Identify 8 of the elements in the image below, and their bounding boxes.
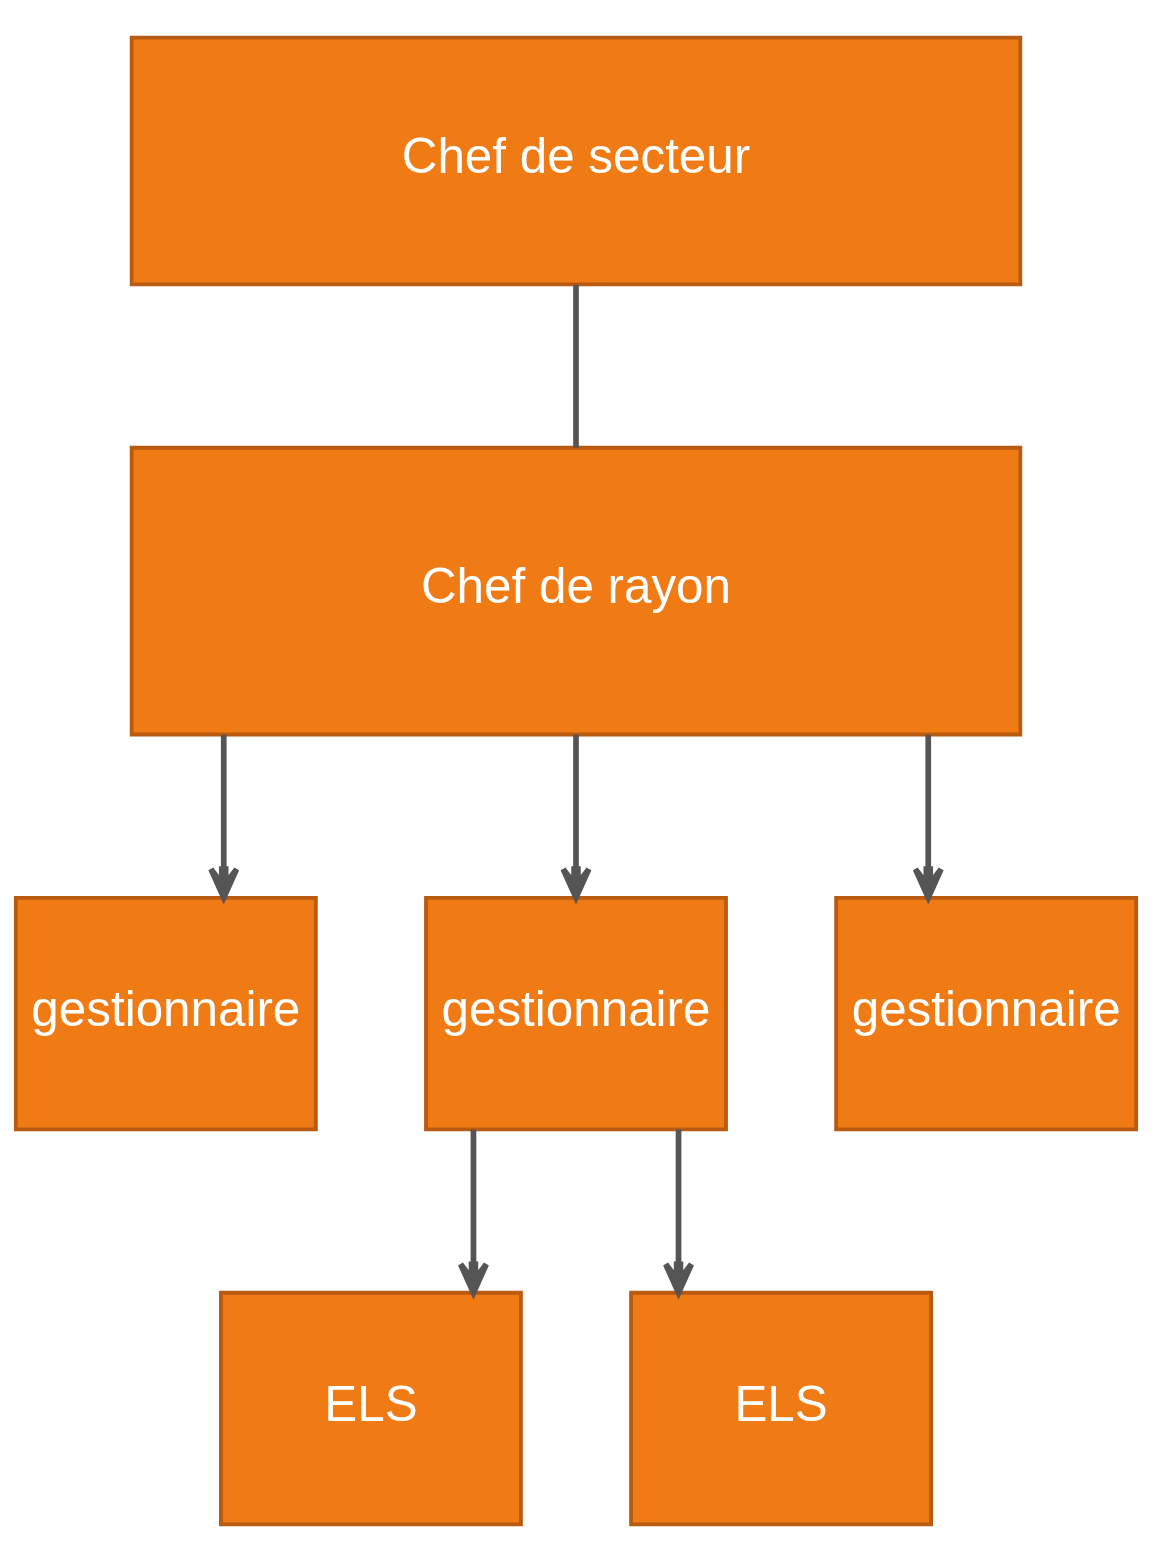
- node-box: ELS: [219, 1290, 523, 1526]
- node-box: ELS: [629, 1290, 933, 1526]
- connector: [573, 284, 579, 448]
- node-box: gestionnaire: [834, 895, 1139, 1131]
- node-box: Chef de secteur: [129, 35, 1023, 286]
- node-box: gestionnaire: [13, 895, 318, 1131]
- node-box: Chef de rayon: [129, 445, 1023, 736]
- node-box: gestionnaire: [424, 895, 728, 1131]
